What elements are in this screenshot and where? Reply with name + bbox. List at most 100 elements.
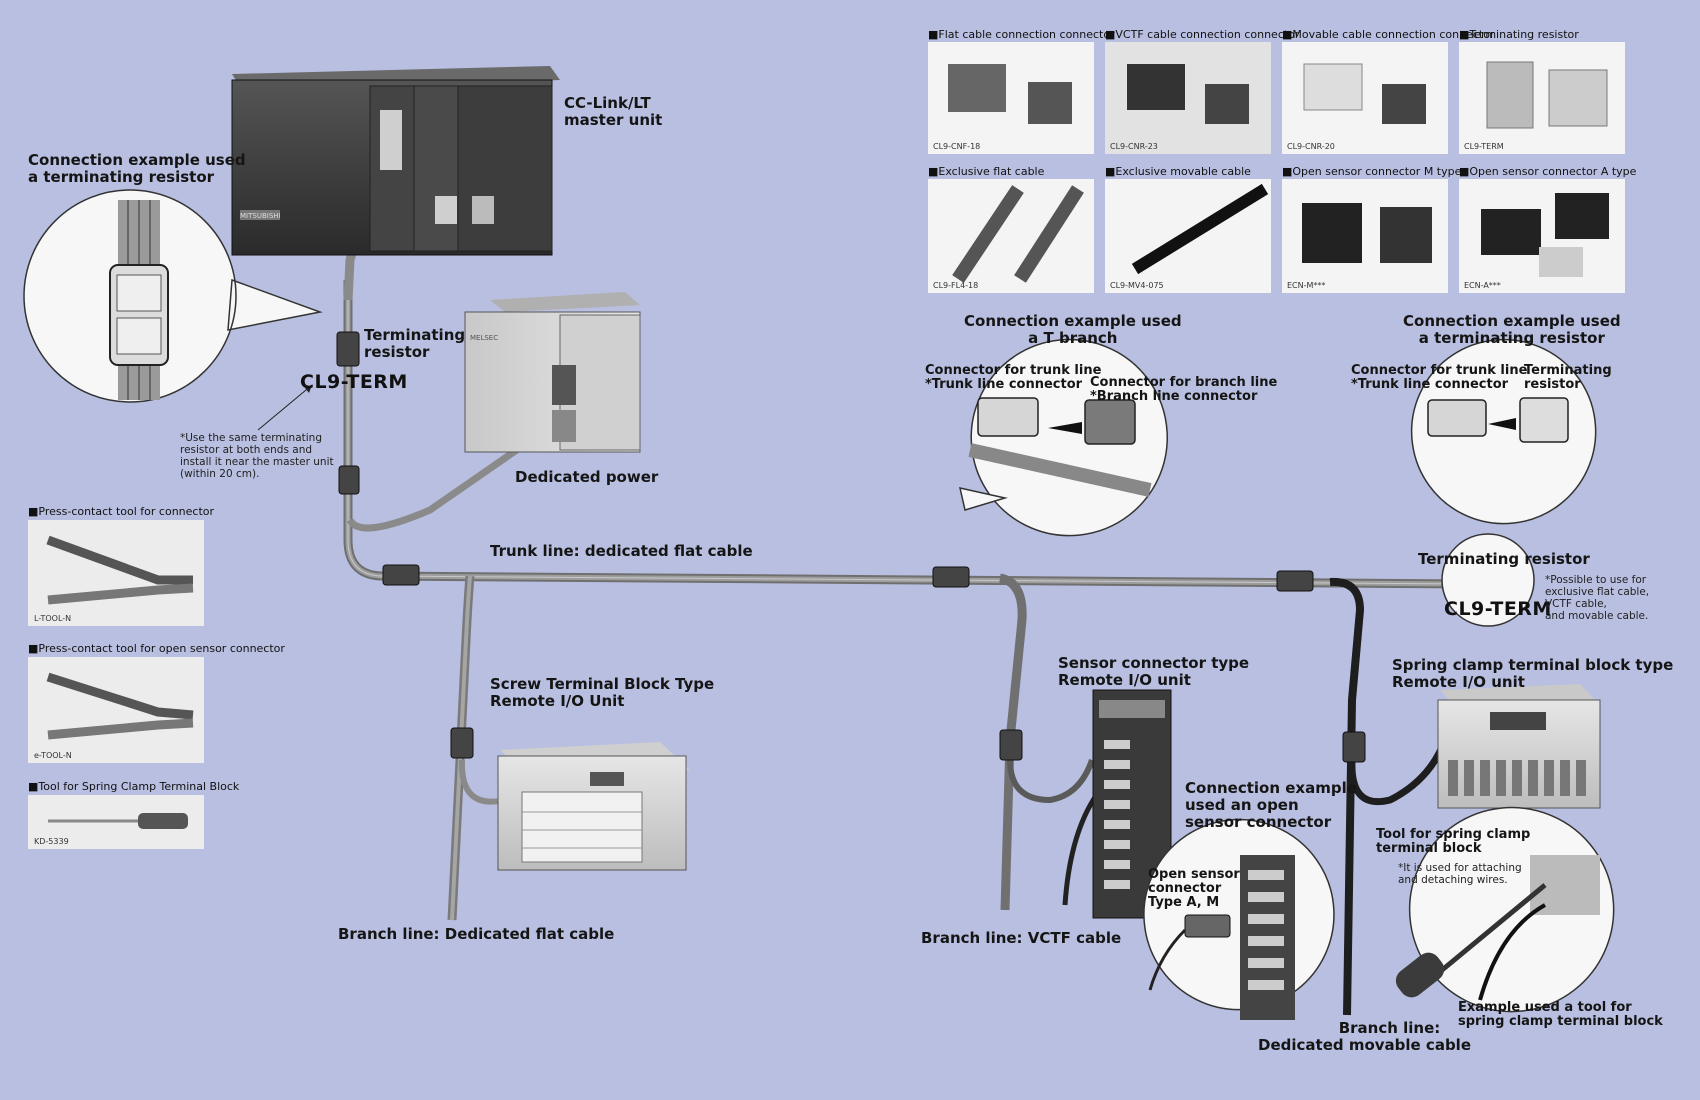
product-code: CL9-TERM: [1464, 142, 1504, 151]
product-title: ■Exclusive movable cable: [1105, 165, 1251, 178]
product-title: ■Open sensor connector M type: [1282, 165, 1462, 178]
product-title: ■Open sensor connector A type: [1459, 165, 1637, 178]
product-photo-terminating-resistor: CL9-TERM: [1459, 42, 1625, 154]
connector: [336, 331, 360, 367]
connector: [450, 727, 474, 759]
screw-terminal-device: [497, 742, 690, 871]
dedicated-power-label: Dedicated power: [515, 468, 659, 486]
bubble-cable-sketch: [109, 200, 169, 400]
bubble-open-sensor-sketch: [1148, 855, 1295, 1020]
product-photo-open-sensor-a: ECN-A***: [1459, 179, 1625, 293]
branch-movable-cable: [1329, 577, 1449, 1016]
connector-icon: [1127, 64, 1249, 124]
terminating-resistor-main-label: Terminating resistor: [1418, 550, 1590, 568]
connector-icon: [948, 64, 1072, 124]
connector: [1342, 731, 1366, 763]
product-code: CL9-CNR-20: [1287, 142, 1335, 151]
tool-photo-press-contact: L-TOOL-N: [28, 520, 204, 626]
product-title: ■VCTF cable connection connector: [1105, 28, 1300, 41]
branch-connector-label: Connector for branch line*Branch line co…: [1090, 375, 1278, 404]
power-cable: [346, 417, 562, 532]
product-title: ■Flat cable connection connector: [928, 28, 1115, 41]
bubble-screwdriver-sketch: [1395, 855, 1600, 1001]
bubble-term-sketch: [1427, 397, 1569, 443]
bubble-tail: [959, 487, 1008, 511]
product-code: CL9-MV4-075: [1110, 281, 1164, 290]
product-photo-movable-cable: CL9-MV4-075: [1105, 179, 1271, 293]
flat-cable-icon: [952, 185, 1084, 283]
terminating-resistor-circle: [1441, 533, 1535, 627]
melsec-label: MELSEC: [470, 334, 499, 342]
connector: [999, 729, 1023, 761]
tool-title: ■Press-contact tool for open sensor conn…: [28, 642, 285, 655]
tool-title: ■Press-contact tool for connector: [28, 505, 215, 518]
product-photo-flat-connector: CL9-CNF-18: [928, 42, 1094, 154]
product-title: ■Movable cable connection connector: [1282, 28, 1495, 41]
spring-clamp-device: [1437, 684, 1601, 809]
branch-flat-cable: [447, 575, 506, 921]
connector: [932, 566, 970, 588]
product-photo-movable-connector: CL9-CNR-20: [1282, 42, 1448, 154]
tool-photo-screwdriver: KD-5339: [28, 795, 204, 849]
product-code: ECN-M***: [1287, 281, 1326, 290]
tool-code: L-TOOL-N: [34, 614, 72, 623]
note-arrow: [257, 384, 313, 431]
product-code: CL9-CNF-18: [933, 142, 981, 151]
trunk-line-label: Trunk line: dedicated flat cable: [490, 542, 753, 560]
connector: [382, 564, 420, 586]
product-code: CL9-CNR-23: [1110, 142, 1158, 151]
sensor-connector-icon: [1302, 203, 1432, 263]
master-unit-device: [231, 66, 560, 256]
branch-vctf-label: Branch line: VCTF cable: [921, 929, 1122, 947]
product-code: ECN-A***: [1464, 281, 1501, 290]
product-photo-open-sensor-m: ECN-M***: [1282, 179, 1448, 293]
trunk-connector-label-a: Connector for trunk line*Trunk line conn…: [925, 363, 1102, 392]
callout-bubble-open-sensor: [1143, 818, 1335, 1011]
cl9-term-left-label: CL9-TERM: [300, 371, 408, 393]
brand-label: MITSUBISHI: [240, 212, 281, 220]
trunk-connector-label-b: Connector for trunk line*Trunk line conn…: [1351, 363, 1528, 392]
product-photo-vctf-connector: CL9-CNR-23: [1105, 42, 1271, 154]
tool-title: ■Tool for Spring Clamp Terminal Block: [28, 780, 240, 793]
connector-icon: [1303, 63, 1426, 124]
tool-photo-open-sensor: e-TOOL-N: [28, 657, 204, 763]
product-title: ■Exclusive flat cable: [928, 165, 1045, 178]
plier-icon: [46, 535, 194, 605]
callout-bubble-right: [1410, 338, 1597, 525]
plier-icon: [46, 672, 194, 740]
screwdriver-icon: [48, 813, 188, 829]
resistor-icon: [1486, 61, 1608, 129]
connector: [1276, 570, 1314, 592]
tool-code: e-TOOL-N: [34, 751, 72, 760]
power-unit-device: [464, 292, 641, 453]
note-arrow-head: [305, 385, 312, 393]
product-photo-flat-cable: CL9-FL4-18: [928, 179, 1094, 293]
product-title: ■Terminating resistor: [1459, 28, 1579, 41]
trunk-line-cable: [343, 280, 1471, 589]
tool-code: KD-5339: [34, 837, 69, 846]
branch-movable-label: Branch line:Dedicated movable cable: [1258, 1019, 1471, 1054]
callout-bubble-left: [23, 189, 323, 403]
connector: [338, 465, 360, 495]
product-code: CL9-FL4-18: [933, 281, 979, 290]
branch-flat-cable-label: Branch line: Dedicated flat cable: [338, 925, 615, 943]
sensor-connector-icon: [1481, 193, 1609, 277]
movable-cable-icon: [1131, 183, 1269, 275]
